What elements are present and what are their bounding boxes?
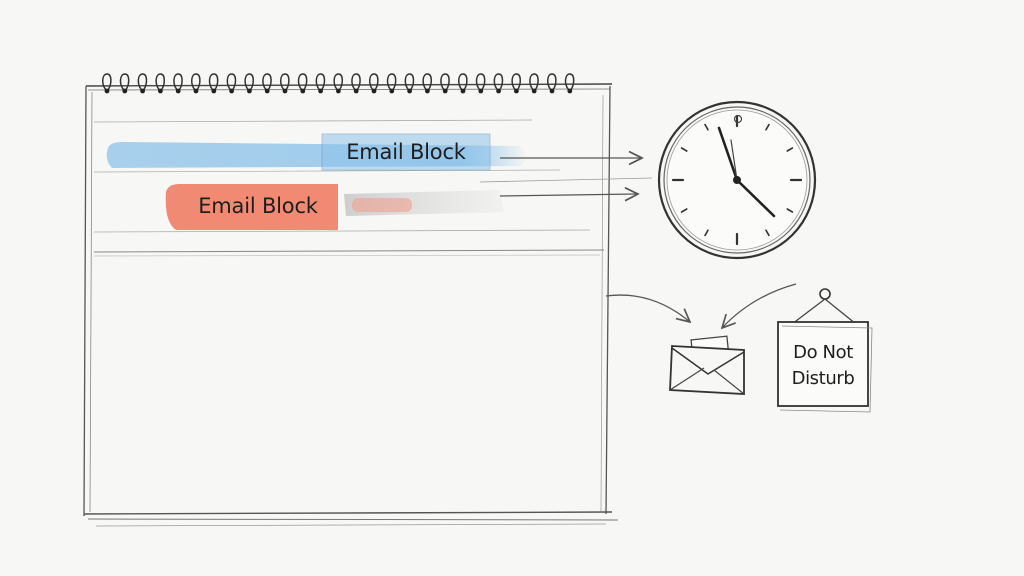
do-not-disturb-sign-icon	[777, 288, 873, 413]
email-block-blue	[106, 133, 529, 171]
email-block-label: Email Block	[198, 194, 318, 218]
sign-line-1: Do Not	[793, 342, 853, 363]
clock-icon	[657, 100, 817, 260]
email-block-red	[165, 184, 504, 230]
arrow-sign-to-envelope	[722, 283, 797, 328]
sign-line-2: Disturb	[791, 368, 855, 389]
arrow-calendar-to-envelope	[605, 294, 690, 322]
arrow-red-to-clock	[499, 194, 638, 196]
do-not-disturb-sign-text: Do Not Disturb	[778, 326, 868, 406]
spiral-binding	[102, 73, 575, 94]
envelope-icon	[669, 335, 745, 395]
calendar-sheet	[83, 83, 619, 527]
email-block-label: Email Block	[346, 140, 466, 164]
